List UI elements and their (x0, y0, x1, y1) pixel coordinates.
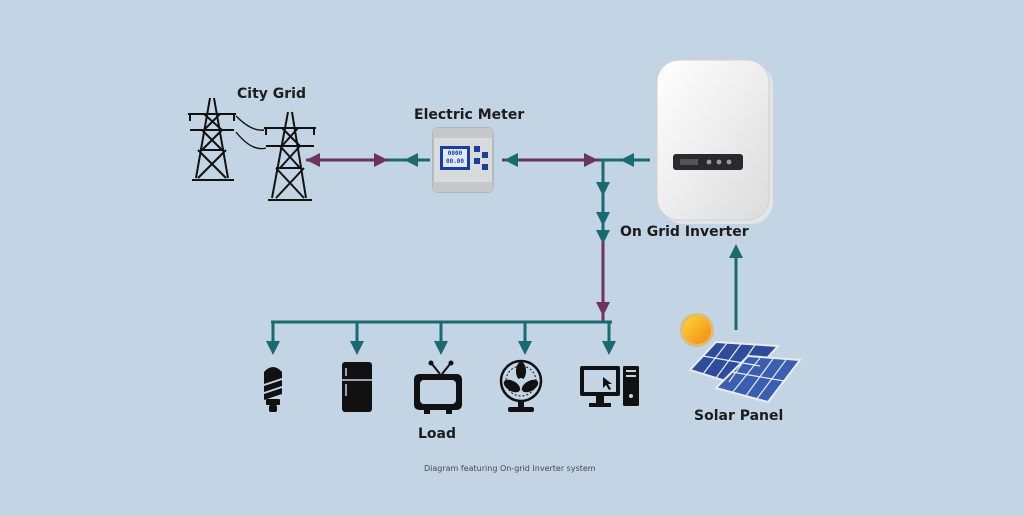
meter-display-line1: 0000 (447, 150, 463, 157)
diagram-caption: Diagram featuring On-grid Inverter syste… (424, 464, 596, 473)
flow-lines (271, 158, 738, 348)
solar-panel-icon (688, 340, 802, 404)
label-city-grid: City Grid (237, 86, 306, 102)
tv-icon (414, 360, 462, 414)
power-tower-icon (188, 97, 316, 201)
meter-display-line2: 00.00 (445, 158, 465, 165)
label-on-grid-inverter: On Grid Inverter (620, 224, 749, 240)
inverter-icon (656, 59, 773, 224)
electric-meter-icon (432, 127, 494, 193)
fridge-icon (342, 362, 372, 412)
sun-icon (680, 313, 714, 347)
label-electric-meter: Electric Meter (414, 107, 525, 123)
flow-arrows (266, 153, 743, 355)
label-load: Load (418, 426, 457, 442)
fan-icon (499, 359, 543, 412)
light-bulb-icon (264, 367, 282, 412)
computer-icon (580, 366, 639, 407)
label-solar-panel: Solar Panel (694, 408, 784, 424)
meter-display: 0000 00.00 (443, 150, 467, 166)
